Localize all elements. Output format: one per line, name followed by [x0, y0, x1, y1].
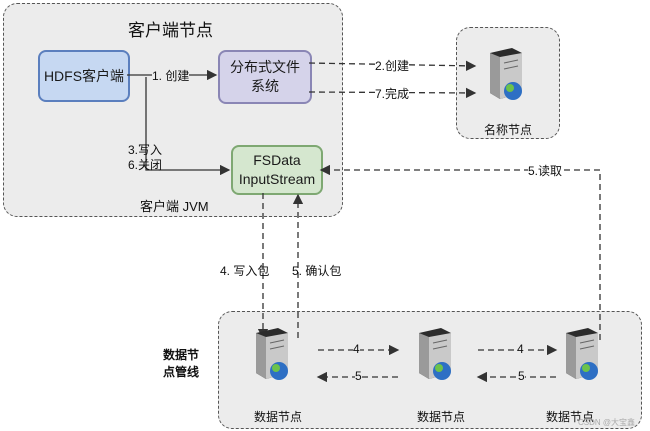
pipeline-label-4a: 4: [353, 342, 360, 356]
fsdata-inputstream-box: FSData InputStream: [231, 145, 323, 195]
distributed-filesystem-box: 分布式文件 系统: [218, 50, 312, 104]
client-node-title: 客户端节点: [128, 21, 213, 40]
pipeline-label-4b: 4: [517, 342, 524, 356]
datanode-3-label: 数据节点: [546, 410, 595, 424]
edge-label-7-complete: 7.完成: [375, 85, 410, 102]
hdfs-client-box: HDFS客户端: [38, 50, 130, 102]
pipeline-title: 数据节 点管线: [163, 348, 200, 379]
namenode-label: 名称节点: [484, 123, 533, 137]
edge-label-2-create: 2.创建: [375, 57, 410, 74]
watermark: CSDN @大宝鑫: [578, 418, 636, 427]
edge-label-5-ack-packet: 5. 确认包: [292, 264, 342, 278]
edge-label-3-write: 3.写入: [128, 143, 163, 157]
pipeline-label-5a: 5: [355, 369, 362, 383]
datanode-1-server-icon: [256, 328, 288, 380]
datanode-1-label: 数据节点: [254, 410, 303, 424]
datanode-2-server-icon: [419, 328, 451, 380]
client-jvm-label: 客户端 JVM: [140, 199, 209, 214]
datanode-3-server-icon: [566, 328, 598, 380]
edge-label-1-create: 1. 创建: [152, 67, 190, 84]
edge-label-4-write-packet: 4. 写入包: [220, 264, 270, 278]
namenode-server-icon: [490, 48, 522, 100]
edge-label-5-read: 5.读取: [528, 162, 563, 179]
pipeline-label-5b: 5: [518, 369, 525, 383]
datanode-2-label: 数据节点: [417, 410, 466, 424]
edge-label-6-close: 6.关闭: [128, 158, 163, 172]
